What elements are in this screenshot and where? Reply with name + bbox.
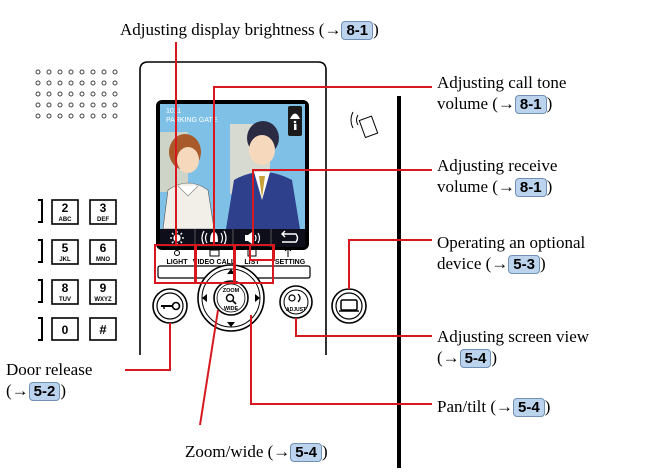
nfc-reader-icon (350, 111, 379, 139)
key-6[interactable]: 6 MNO (89, 239, 117, 265)
keypad-edge-key (38, 239, 43, 263)
svg-text:WIDE: WIDE (224, 306, 239, 312)
callout-call-tone-line2: volume (→8-1) (437, 94, 553, 114)
svg-text:ABC: ABC (59, 217, 73, 223)
callout-screen-view-line1: Adjusting screen view (437, 327, 590, 346)
key-8[interactable]: 8 TUV (51, 279, 79, 305)
callout-zoom-wide: Zoom/wide (→5-4) (185, 442, 328, 462)
speaker-grille (35, 69, 118, 119)
svg-text:6: 6 (100, 241, 107, 255)
key-5[interactable]: 5 JKL (51, 239, 79, 265)
adjust-icon (288, 294, 296, 302)
svg-text:9: 9 (100, 281, 107, 295)
callout-call-tone-line1: Adjusting call tone (437, 73, 567, 92)
device-icon (340, 299, 358, 311)
info-icon (294, 124, 297, 130)
callout-screen-view-line2: (→5-4) (437, 348, 498, 368)
setting-button[interactable]: SETTING (275, 248, 306, 266)
key-hash[interactable]: # (89, 317, 117, 341)
magnifier-icon (225, 293, 235, 303)
svg-text:JKL: JKL (59, 257, 71, 263)
receive-leader (252, 169, 432, 245)
svg-text:0: 0 (62, 323, 69, 337)
svg-text:3: 3 (100, 201, 107, 215)
tilt-down-arrow[interactable] (227, 322, 235, 327)
svg-text:WXYZ: WXYZ (94, 297, 112, 303)
optional-device-button[interactable] (331, 288, 367, 324)
screen-view-leader (295, 318, 432, 337)
svg-text:5: 5 (62, 241, 69, 255)
ref-badge: 8-1 (514, 178, 547, 197)
station-name: PARKING GATE (166, 117, 218, 124)
callout-door-release-line1: Door release (6, 360, 93, 379)
key-9[interactable]: 9 WXYZ (89, 279, 117, 305)
call-tone-leader (213, 86, 432, 245)
svg-text:LIGHT: LIGHT (167, 259, 189, 266)
callout-receive-line2: volume (→8-1) (437, 177, 553, 197)
zoom-wide-button[interactable]: ZOOM WIDE (213, 280, 249, 316)
door-release-leader (125, 323, 171, 371)
svg-text:#: # (99, 322, 107, 337)
svg-text:2: 2 (62, 201, 69, 215)
callout-display-brightness: Adjusting display brightness (→8-1) (120, 20, 379, 40)
adjust-button[interactable]: ADJUST (279, 285, 313, 319)
callout-door-release-line2: (→5-2) (6, 381, 67, 401)
keypad: 2 ABC 3 DEF 5 JKL 6 MNO 8 TUV 9 WXYZ 0 # (38, 199, 117, 341)
station-number: 1011 (166, 108, 181, 115)
svg-text:TUV: TUV (59, 297, 71, 303)
svg-text:ZOOM: ZOOM (223, 288, 240, 294)
keypad-edge-key (38, 279, 43, 303)
ref-badge: 5-4 (513, 398, 545, 417)
ref-badge: 8-1 (514, 95, 547, 114)
ref-badge: 5-4 (290, 443, 322, 462)
callout-optional-line2: device (→5-3) (437, 254, 546, 274)
ref-badge: 5-4 (459, 349, 492, 368)
device-side-edge (397, 96, 401, 468)
key-3[interactable]: 3 DEF (89, 199, 117, 225)
ref-badge: 5-2 (28, 382, 61, 401)
video-call-button[interactable]: VIDEO CALL (193, 249, 236, 266)
callout-receive-line1: Adjusting receive (437, 156, 558, 175)
light-button[interactable]: LIGHT (167, 250, 189, 267)
callout-optional-line1: Operating an optional (437, 233, 586, 252)
pan-right-arrow[interactable] (255, 294, 260, 302)
svg-text:DEF: DEF (97, 217, 109, 223)
svg-text:ADJUST: ADJUST (286, 307, 306, 313)
pan-left-arrow[interactable] (202, 294, 207, 302)
keypad-edge-key (38, 317, 43, 341)
keypad-edge-key (38, 199, 43, 223)
pan-tilt-leader (250, 315, 432, 405)
bell-icon (290, 113, 300, 119)
svg-text:SETTING: SETTING (275, 259, 306, 266)
zoom-leader (199, 309, 219, 426)
svg-text:LIST: LIST (244, 259, 260, 266)
ref-badge: 8-1 (341, 21, 374, 40)
list-button[interactable]: LIST (244, 248, 260, 266)
receive-volume-screen-icon (245, 232, 261, 244)
key-2[interactable]: 2 ABC (51, 199, 79, 225)
svg-text:8: 8 (62, 281, 69, 295)
optional-device-leader (348, 239, 432, 289)
door-release-button[interactable] (152, 288, 188, 324)
display-frame (139, 61, 327, 355)
svg-text:MNO: MNO (96, 257, 110, 263)
back-screen-icon (281, 230, 299, 243)
ref-badge: 5-3 (508, 255, 540, 274)
man-visitor (226, 121, 300, 229)
svg-text:VIDEO CALL: VIDEO CALL (193, 259, 236, 266)
key-0[interactable]: 0 (51, 317, 79, 341)
callout-lines (125, 42, 432, 426)
callout-pan-tilt: Pan/tilt (→5-4) (437, 397, 551, 417)
monitor-screen: 1011 PARKING GATE (156, 100, 309, 250)
